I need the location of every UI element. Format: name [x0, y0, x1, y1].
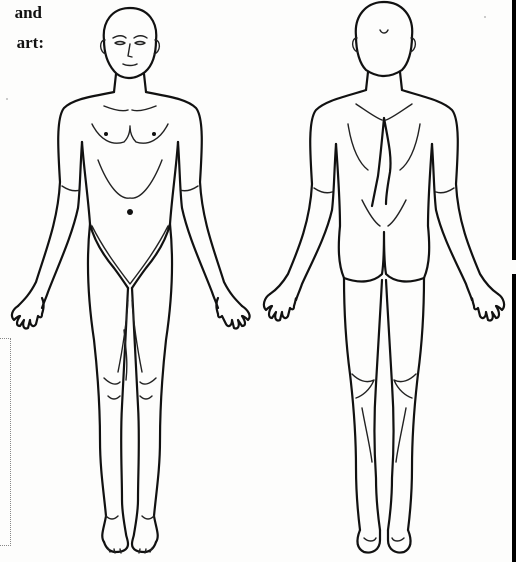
- front-right-leg-outer: [154, 224, 172, 542]
- back-neck: [366, 72, 402, 90]
- back-left-shoulder-arm: [270, 90, 366, 294]
- front-right-shoulder-arm: [146, 92, 242, 306]
- back-left-elbow: [314, 188, 332, 193]
- front-left-foot: [104, 534, 128, 552]
- front-left-leg-inner: [121, 288, 128, 534]
- front-toes: [108, 548, 152, 553]
- back-torso-left-side: [336, 144, 344, 278]
- front-right-elbow: [180, 186, 198, 191]
- front-right-knee: [140, 378, 156, 399]
- front-thigh-lines: [118, 300, 142, 380]
- front-mouth: [123, 64, 137, 66]
- front-right-nipple: [152, 132, 156, 136]
- front-collarbones: [104, 106, 156, 111]
- front-left-nipple: [104, 132, 108, 136]
- back-left-knee: [352, 374, 374, 398]
- back-right-knee: [394, 374, 416, 398]
- back-heels: [364, 538, 404, 541]
- front-left-shoulder-arm: [18, 92, 114, 306]
- back-right-elbow: [436, 188, 454, 193]
- front-nose: [128, 44, 132, 57]
- front-left-hand: [12, 298, 44, 329]
- back-right-shoulder-arm: [402, 90, 498, 294]
- back-lower-back: [362, 200, 406, 226]
- front-right-foot: [132, 534, 156, 552]
- back-spine: [372, 118, 391, 206]
- front-left-inner-arm: [42, 142, 82, 308]
- front-left-knee: [104, 378, 120, 399]
- human-body-front-icon: [0, 0, 260, 562]
- front-head-outline: [104, 8, 157, 78]
- back-shoulder-blades: [348, 124, 420, 170]
- page-edge-gap: [512, 260, 516, 274]
- back-head-outline: [356, 2, 412, 76]
- back-right-inner-arm: [432, 144, 472, 300]
- page-edge-bar: [512, 0, 516, 562]
- front-left-elbow: [62, 186, 80, 191]
- back-left-hand: [264, 294, 296, 321]
- back-left-inner-arm: [296, 144, 336, 300]
- front-right-leg-inner: [132, 288, 139, 534]
- front-neck: [114, 74, 146, 92]
- front-right-inner-arm: [178, 142, 218, 308]
- back-left-leg-outer: [344, 278, 360, 530]
- back-torso-right-side: [424, 144, 432, 278]
- back-right-hand: [472, 294, 504, 321]
- back-buttocks: [344, 232, 424, 281]
- back-left-leg-inner: [375, 280, 383, 530]
- front-pectorals: [92, 124, 168, 143]
- human-body-back-icon: [252, 0, 516, 562]
- front-navel: [127, 209, 133, 215]
- front-left-leg-outer: [88, 224, 106, 542]
- front-eyebrows: [113, 36, 147, 38]
- front-ankles: [106, 516, 154, 519]
- back-right-leg-inner: [386, 280, 394, 530]
- back-hair-whorl: [380, 30, 388, 33]
- front-right-hand: [217, 298, 250, 329]
- back-calves: [362, 408, 406, 462]
- front-ribcage: [98, 160, 162, 198]
- back-right-leg-outer: [408, 278, 424, 530]
